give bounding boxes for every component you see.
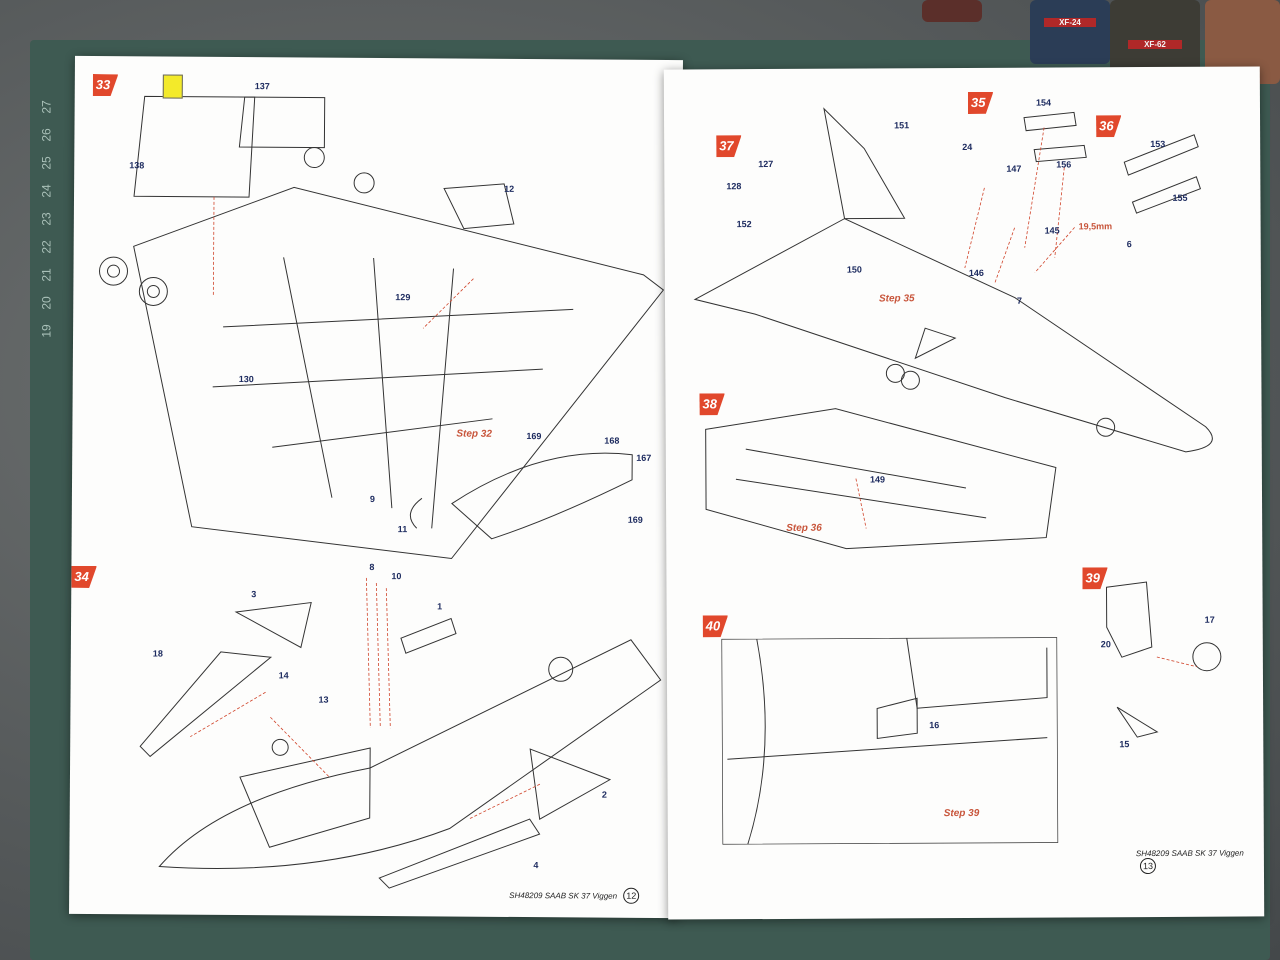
instruction-page-right: 35 36 37 38 40 39 154 156 153 155 151 12… [663,66,1265,920]
part-label: 11 [397,524,408,535]
assembly-drawings-left [99,95,665,889]
step-reference: Step 35 [878,293,915,305]
part-label: 138 [129,160,145,171]
part-label: 137 [254,81,270,92]
ruler-mark: 26 [39,128,54,142]
part-label: 13 [318,694,329,705]
part-label: 127 [758,158,774,170]
part-label: 150 [846,264,862,275]
part-label: 167 [636,452,652,463]
ruler-mark: 25 [39,156,54,170]
ruler-mark: 27 [39,100,54,114]
part-label: 12 [504,183,515,194]
ruler-mark: 20 [39,296,54,310]
paint-label: XF-24 [1044,18,1096,27]
part-label: 6 [1126,239,1132,250]
step-reference: Step 39 [943,807,980,820]
part-label: 152 [736,219,752,230]
dimension-label: 19,5mm [1078,221,1113,232]
part-label: 146 [968,267,984,278]
part-label: 16 [929,720,940,731]
part-label: 15 [1119,739,1130,750]
part-label: 154 [1035,97,1052,108]
page-footer: SH48209 SAAB SK 37 Viggen 12 [509,887,640,904]
part-label: 4 [533,860,539,871]
part-label: 17 [1204,614,1215,625]
part-label: 3 [251,589,257,600]
assembly-drawings-right [693,107,1222,845]
part-label: 169 [627,514,643,525]
part-label: 145 [1044,225,1060,236]
part-label: 2 [601,789,607,800]
part-label: 9 [369,493,375,504]
ruler-mark: 23 [39,212,54,226]
part-label: 169 [526,431,542,442]
part-label: 8 [369,561,375,572]
instruction-page-left: 33 34 137 138 12 129 130 169 168 167 169… [69,55,683,919]
part-label: 149 [869,474,885,485]
page-footer: SH48209 SAAB SK 37 Viggen 13 [1135,848,1264,875]
part-label: 130 [238,374,254,385]
part-label: 128 [726,181,742,192]
part-label: 7 [1016,295,1023,306]
part-label: 18 [152,648,163,659]
part-label: 147 [1006,163,1022,174]
part-label: 1 [437,601,443,612]
step-reference: Step 36 [786,522,822,534]
part-label: 20 [1100,639,1111,650]
part-label: 168 [604,435,620,446]
page-number: 12 [623,887,640,904]
paint-label: XF-62 [1128,40,1182,49]
part-label: 153 [1150,138,1166,150]
step-reference: Step 32 [456,428,492,440]
page-number: 13 [1139,858,1156,875]
part-label: 10 [391,571,402,582]
part-label: 129 [395,292,411,303]
part-label: 155 [1172,192,1188,203]
ruler-mark: 22 [39,240,54,254]
part-label: 24 [962,141,973,153]
footer-title: SH48209 SAAB SK 37 Viggen [1135,848,1244,859]
part-label: 14 [278,670,289,681]
paint-jar: XF-24 [1030,0,1110,64]
ruler-mark: 21 [39,268,54,282]
footer-title: SH48209 SAAB SK 37 Viggen [509,890,618,901]
ruler-mark: 19 [39,324,54,338]
flag-icon [162,74,183,99]
part-label: 156 [1056,159,1072,170]
part-label: 151 [894,120,910,131]
mat-ruler: 27 26 25 24 23 22 21 20 19 [34,100,62,337]
ruler-mark: 24 [39,184,54,198]
paint-jar [922,0,982,22]
